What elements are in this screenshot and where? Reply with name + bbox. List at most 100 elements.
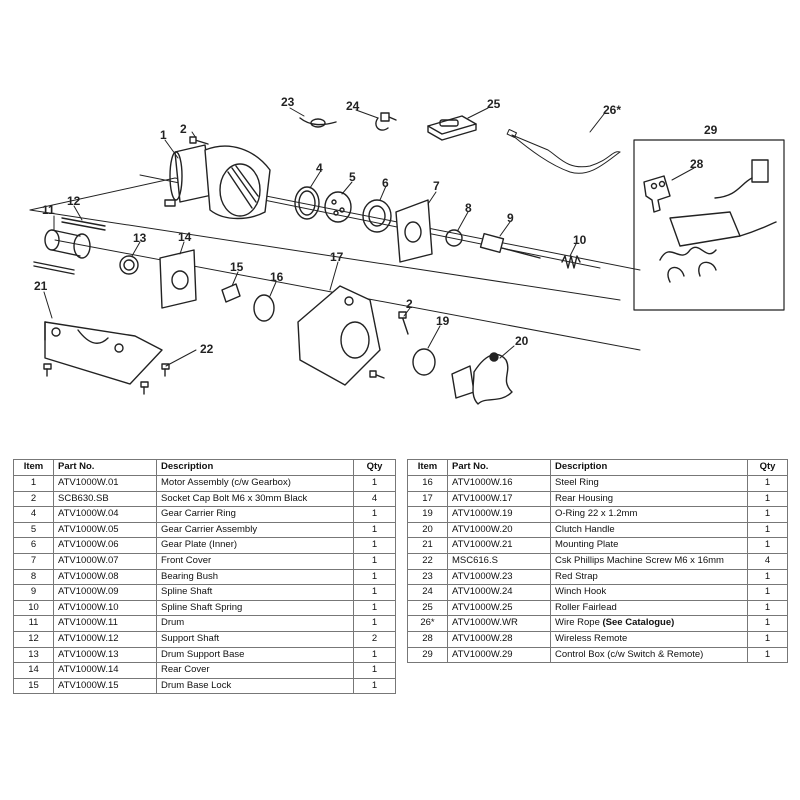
callout-7: 7	[433, 179, 440, 193]
cell-item: 22	[407, 552, 448, 570]
cell-description: Socket Cap Bolt M6 x 30mm Black	[156, 490, 354, 508]
o-ring-part	[412, 348, 436, 376]
cell-description: Drum	[156, 615, 354, 632]
callout-25: 25	[487, 97, 501, 111]
cell-part-no: ATV1000W.01	[53, 475, 157, 492]
cell-description: Control Box (c/w Switch & Remote)	[550, 646, 748, 664]
wire-rope-part	[506, 128, 621, 174]
winch-hook-part	[375, 112, 397, 131]
cell-item: 11	[13, 615, 54, 632]
cell-part-no: ATV1000W.WR	[447, 615, 551, 632]
callout-28: 28	[690, 157, 704, 171]
callout-29: 29	[704, 123, 718, 137]
rear-housing-part	[297, 285, 381, 386]
cell-qty: 4	[747, 552, 788, 570]
table-header-row: Item Part No. Description Qty	[407, 459, 788, 476]
cell-part-no: ATV1000W.08	[53, 568, 157, 586]
cell-qty: 1	[353, 599, 396, 617]
cell-part-no: ATV1000W.14	[53, 662, 157, 679]
callout-15: 15	[230, 260, 244, 274]
callout-1: 1	[160, 128, 167, 142]
cell-item: 15	[13, 677, 54, 695]
wireless-remote-part	[643, 175, 671, 213]
cell-qty: 1	[747, 506, 788, 523]
callout-12: 12	[67, 194, 81, 208]
callout-11: 11	[42, 203, 55, 217]
cell-item: 6	[13, 537, 54, 554]
cell-description: Bearing Bush	[156, 568, 354, 586]
cell-description: Spline Shaft Spring	[156, 599, 354, 617]
cell-description: Front Cover	[156, 552, 354, 570]
gear-carrier-assembly-part	[324, 191, 352, 223]
spline-shaft-spring-part	[561, 255, 581, 269]
cell-part-no: ATV1000W.13	[53, 646, 157, 664]
cell-item: 20	[407, 521, 448, 539]
cell-item: 24	[407, 584, 448, 601]
cell-part-no: ATV1000W.28	[447, 630, 551, 648]
roller-fairlead-part	[427, 115, 477, 141]
cell-description: Csk Phillips Machine Screw M6 x 16mm	[550, 552, 748, 570]
header-item: Item	[13, 459, 54, 476]
callout-6: 6	[382, 176, 389, 190]
cell-qty: 1	[353, 552, 396, 570]
cell-part-no: ATV1000W.07	[53, 552, 157, 570]
cell-item: 17	[407, 490, 448, 508]
cell-part-no: ATV1000W.24	[447, 584, 551, 601]
cell-description: Wire Rope (See Catalogue)	[550, 615, 748, 632]
cell-part-no: ATV1000W.09	[53, 584, 157, 601]
callout-16: 16	[270, 270, 284, 284]
cell-item: 14	[13, 662, 54, 679]
header-part-no: Part No.	[447, 459, 551, 476]
cell-part-no: ATV1000W.19	[447, 506, 551, 523]
cell-item: 10	[13, 599, 54, 617]
cell-qty: 1	[747, 521, 788, 539]
cell-qty: 2	[353, 630, 396, 648]
drum-support-base-part	[119, 255, 139, 275]
cell-description: Red Strap	[550, 568, 748, 586]
callout-14: 14	[178, 230, 192, 244]
callout-2-top: 2	[180, 122, 187, 136]
cell-item: 25	[407, 599, 448, 617]
cell-part-no: ATV1000W.29	[447, 646, 551, 664]
cell-description: Gear Carrier Assembly	[156, 521, 354, 539]
cell-item: 5	[13, 521, 54, 539]
callout-5: 5	[349, 170, 356, 184]
callout-21: 21	[34, 279, 48, 293]
header-item: Item	[407, 459, 448, 476]
cell-qty: 1	[353, 521, 396, 539]
callout-10: 10	[573, 233, 587, 247]
cell-part-no: ATV1000W.11	[53, 615, 157, 632]
drum-base-lock-part	[221, 283, 241, 303]
clutch-handle-part	[451, 352, 513, 405]
cell-part-no: ATV1000W.12	[53, 630, 157, 648]
cell-description: Rear Housing	[550, 490, 748, 508]
cell-part-no: SCB630.SB	[53, 490, 157, 508]
bearing-bush-part	[445, 229, 463, 247]
cell-part-no: ATV1000W.05	[53, 521, 157, 539]
callout-13: 13	[133, 231, 147, 245]
cell-part-no: ATV1000W.10	[53, 599, 157, 617]
cell-part-no: ATV1000W.23	[447, 568, 551, 586]
callout-8: 8	[465, 201, 472, 215]
cell-description: Motor Assembly (c/w Gearbox)	[156, 475, 354, 492]
gear-plate-inner-part	[362, 199, 392, 233]
steel-ring-part	[253, 294, 275, 322]
cell-qty: 1	[747, 630, 788, 648]
cell-qty: 1	[747, 490, 788, 508]
